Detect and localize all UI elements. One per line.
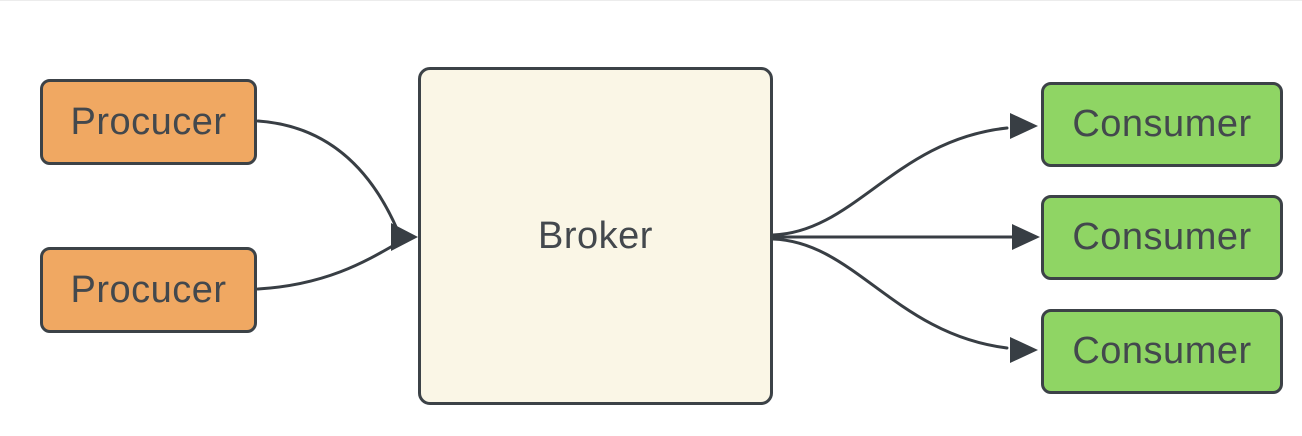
edge-broker-to-consumer-1 [771, 126, 1009, 237]
producer-1-label: Procucer [70, 100, 227, 143]
arrowhead-consumer-3-icon [1010, 337, 1038, 363]
broker-label: Broker [538, 214, 653, 257]
edge-producer-1-to-broker [256, 119, 399, 231]
node-broker: Broker [418, 67, 773, 405]
arrowhead-consumer-1-icon [1010, 113, 1038, 139]
edge-broker-to-consumer-3 [771, 237, 1009, 350]
arrowhead-consumer-2-icon [1012, 224, 1040, 250]
consumer-3-label: Consumer [1072, 330, 1252, 372]
node-consumer-3: Consumer [1041, 309, 1283, 394]
node-consumer-2: Consumer [1041, 195, 1283, 280]
consumer-1-label: Consumer [1072, 103, 1252, 145]
consumer-2-label: Consumer [1072, 216, 1252, 258]
edge-producer-2-to-broker [256, 242, 398, 291]
node-producer-1: Procucer [40, 79, 257, 165]
node-consumer-1: Consumer [1041, 82, 1283, 167]
producer-2-label: Procucer [70, 268, 227, 311]
node-producer-2: Procucer [40, 247, 257, 333]
arrowhead-into-broker-icon [391, 223, 418, 251]
window-top-edge [0, 0, 1302, 1]
